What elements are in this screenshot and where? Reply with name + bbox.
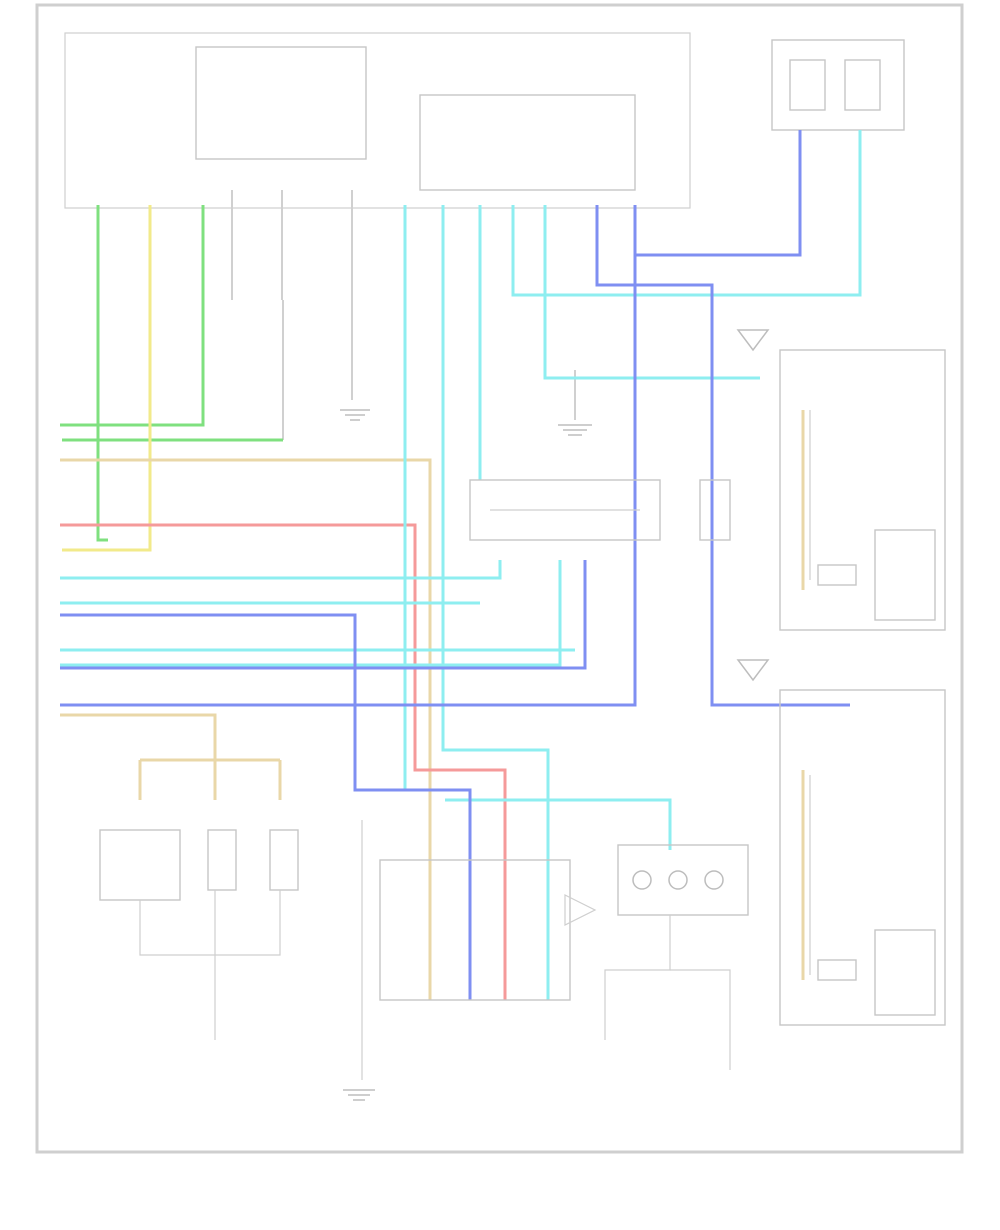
sensor-element-icon bbox=[736, 329, 770, 682]
control-unit-top bbox=[64, 32, 905, 209]
right-components bbox=[779, 349, 946, 1026]
bottom-middle-unit bbox=[604, 844, 749, 1070]
blue-wires bbox=[60, 130, 850, 1000]
lower-left-switch bbox=[99, 829, 299, 1040]
bottom-connector bbox=[361, 820, 597, 1080]
relay-cluster bbox=[469, 479, 731, 541]
ground-symbol-icon bbox=[340, 409, 592, 1101]
tan-wires bbox=[60, 410, 805, 1000]
red-wires bbox=[60, 523, 507, 1000]
green-wires bbox=[60, 205, 283, 542]
diagram-frame bbox=[35, 3, 964, 1154]
yellow-wire bbox=[62, 205, 152, 552]
